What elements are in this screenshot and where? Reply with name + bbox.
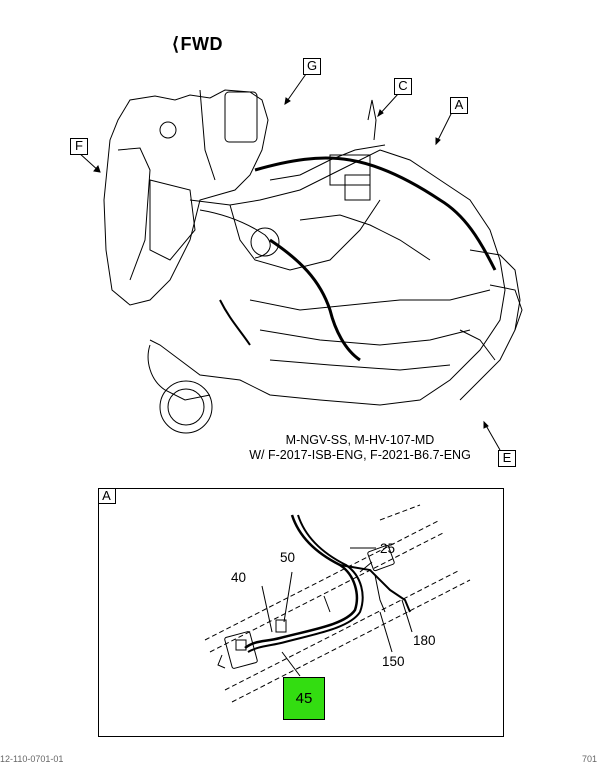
highlighted-part-45: 45 — [283, 677, 325, 720]
part-number-50: 50 — [280, 550, 296, 565]
detail-view-tag: A — [98, 488, 116, 504]
callout-g: G — [303, 58, 321, 75]
part-number-150: 150 — [382, 654, 405, 669]
part-number-180: 180 — [413, 633, 436, 648]
detail-view-frame — [98, 488, 504, 737]
callout-a: A — [450, 97, 468, 114]
footer-reference: 12-110-0701-01 — [0, 754, 64, 764]
part-number-25: 25 — [380, 541, 396, 556]
forward-label: FWD — [180, 34, 224, 54]
part-number-40: 40 — [231, 570, 247, 585]
callout-c: C — [394, 78, 412, 95]
callout-e: E — [498, 450, 516, 467]
footer-page: 701 — [582, 754, 598, 764]
callout-f: F — [70, 138, 88, 155]
forward-arrow-icon: ⟨ — [172, 34, 180, 54]
caption-line-1: M-NGV-SS, M-HV-107-MD — [285, 433, 435, 447]
forward-indicator: ⟨FWD — [172, 34, 223, 55]
caption-line-2: W/ F-2017-ISB-ENG, F-2021-B6.7-ENG — [249, 448, 471, 462]
